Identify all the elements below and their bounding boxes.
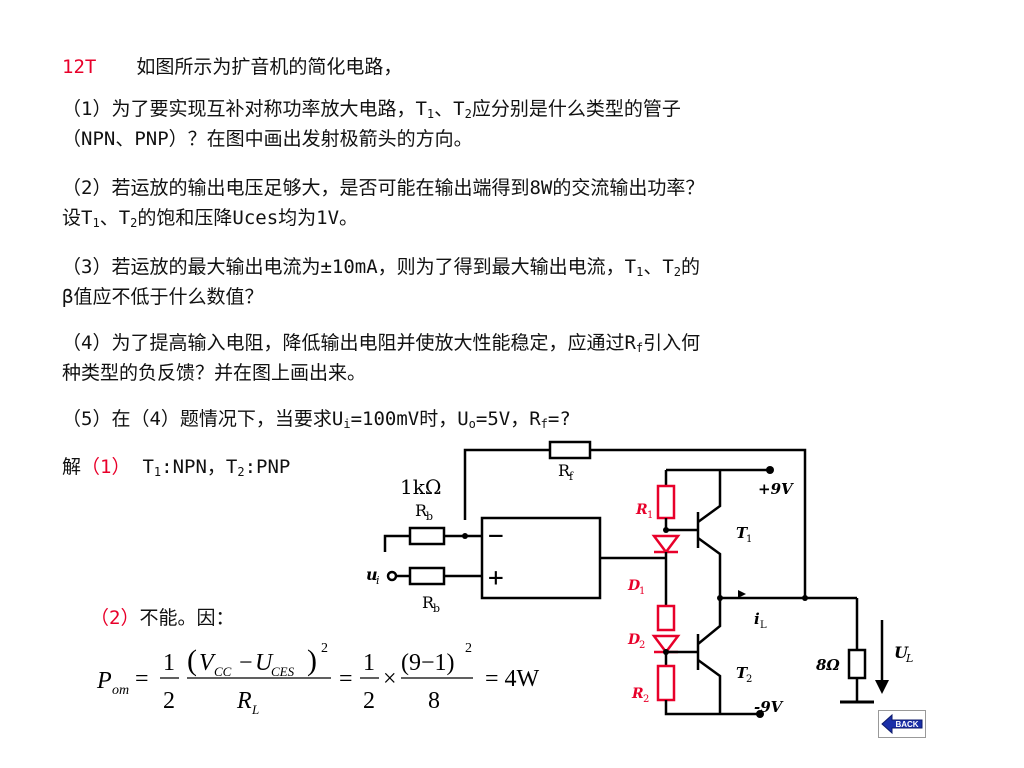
rb-resistor-2 — [408, 566, 446, 586]
solution-part-2: （2）不能。因： — [90, 607, 235, 629]
svg-text:2: 2 — [643, 694, 649, 705]
svg-text:(9−1): (9−1) — [401, 650, 455, 676]
svg-text:1: 1 — [639, 586, 645, 597]
svg-text:L: L — [251, 702, 259, 716]
svg-text:1: 1 — [163, 650, 175, 676]
question-4-line-2: 种类型的负反馈？并在图上画出来。 — [62, 362, 367, 384]
svg-text:CES: CES — [271, 664, 295, 679]
svg-text:8: 8 — [428, 688, 440, 714]
svg-text:= 4W: = 4W — [485, 666, 540, 692]
rb-resistor-1 — [408, 526, 446, 546]
svg-text:2: 2 — [163, 688, 175, 714]
svg-text:i: i — [376, 574, 380, 587]
solution-label: 解 — [62, 456, 82, 478]
svg-text:V: V — [199, 650, 216, 676]
question-2-line-2: 设T1、T2的饱和压降Uces均为1V。 — [62, 207, 359, 230]
feedback-wire-right — [590, 448, 807, 600]
svg-text:f: f — [569, 470, 574, 483]
svg-text:=: = — [135, 666, 149, 692]
svg-text:i: i — [754, 610, 760, 628]
problem-number: 12T — [62, 56, 97, 78]
question-4-line-1: （4）为了提高输入电阻，降低输出电阻并使放大性能稳定，应通过Rf引入何 — [62, 332, 701, 355]
svg-text:D: D — [627, 578, 641, 594]
svg-text:1: 1 — [746, 534, 752, 545]
svg-text:2: 2 — [465, 641, 472, 656]
svg-text:R: R — [558, 461, 571, 480]
question-3-line-1: （3）若运放的最大输出电流为±10mA，则为了得到最大输出电流，T1、T2的 — [62, 256, 701, 279]
ui-label: u — [366, 565, 378, 584]
formula-pom: P — [96, 668, 112, 694]
rf-resistor — [548, 440, 592, 460]
d2-diode — [651, 634, 681, 655]
svg-text:): ) — [307, 644, 317, 677]
svg-text:8Ω: 8Ω — [816, 656, 840, 674]
ui-terminal — [386, 570, 398, 582]
svg-text:1: 1 — [647, 510, 653, 521]
load-resistor — [847, 648, 867, 680]
question-1-line-1: （1）为了要实现互补对称功率放大电路，T1、T2应分别是什么类型的管子 — [62, 98, 681, 121]
svg-text:D: D — [627, 632, 641, 648]
solution-part-1: 解（1）T1:NPN，T2:PNP — [62, 456, 291, 479]
svg-text:2: 2 — [639, 640, 645, 651]
svg-text:=: = — [339, 666, 353, 692]
svg-text:U: U — [255, 650, 274, 676]
power-formula: P om = 1 2 ( V CC − U CES ) 2 R L = 1 2 … — [96, 641, 540, 716]
svg-text:×: × — [383, 666, 397, 692]
svg-text:2: 2 — [746, 674, 752, 685]
question-1-line-2: （NPN、PNP）？在图中画出发射极箭头的方向。 — [62, 128, 473, 150]
svg-text:T: T — [736, 524, 749, 542]
svg-text:1: 1 — [363, 650, 375, 676]
amplifier-circuit: R f 1kΩ R b − + u i R b +9V R 1 D 1 D 2 … — [366, 440, 913, 718]
svg-text:−: − — [488, 521, 504, 551]
problem-intro: 如图所示为扩音机的简化电路， — [136, 56, 403, 78]
svg-text:-9V: -9V — [754, 698, 784, 716]
svg-text:2: 2 — [363, 688, 375, 714]
svg-text:b: b — [433, 602, 440, 615]
svg-text:L: L — [760, 620, 767, 631]
svg-text:U: U — [894, 643, 909, 662]
r2-resistor — [656, 664, 676, 702]
r1-resistor — [656, 484, 676, 520]
svg-text:+9V: +9V — [758, 480, 794, 498]
svg-text:L: L — [905, 652, 913, 665]
back-label: BACK — [895, 720, 918, 729]
r-1k-label: 1kΩ — [400, 475, 441, 499]
svg-text:R: R — [422, 593, 435, 612]
svg-text:+: + — [488, 563, 504, 593]
svg-text:2: 2 — [321, 641, 328, 656]
svg-text:om: om — [112, 683, 129, 698]
svg-text:(: ( — [187, 644, 197, 677]
input-minus-wire — [383, 534, 410, 552]
svg-text:−: − — [239, 650, 253, 676]
back-arrow-icon — [881, 713, 923, 735]
svg-text:b: b — [426, 510, 433, 523]
back-button[interactable]: BACK — [878, 710, 926, 738]
svg-text:R: R — [415, 501, 428, 520]
op-amp — [480, 516, 602, 600]
svg-text:T: T — [736, 664, 749, 682]
svg-text:R: R — [236, 688, 252, 714]
problem-heading: 12T 如图所示为扩音机的简化电路， — [62, 55, 402, 79]
d2-resistor-block — [656, 604, 676, 632]
svg-text:CC: CC — [214, 664, 232, 679]
question-3-line-2: β值应不低于什么数值？ — [62, 286, 264, 308]
question-5-line: （5）在（4）题情况下，当要求Ui=100mV时，Uo=5V，Rf=? — [62, 408, 571, 431]
feedback-wire — [463, 448, 550, 520]
svg-text:R: R — [635, 502, 648, 518]
d1-diode — [651, 534, 681, 555]
svg-text:R: R — [631, 686, 644, 702]
question-2-line-1: （2）若运放的输出电压足够大，是否可能在输出端得到8W的交流输出功率？ — [62, 177, 705, 199]
